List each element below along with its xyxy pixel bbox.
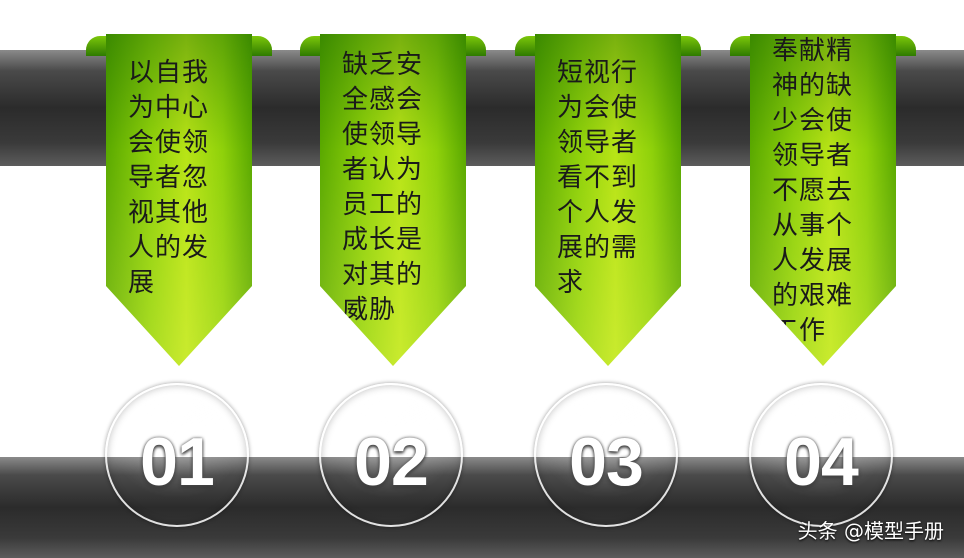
ribbon-banner: 奉献精神的缺少会使领导者不愿去从事个人发展的艰难工作 [750,34,896,366]
ribbon-text: 短视行为会使领导者看不到个人发展的需求 [557,58,639,298]
number-circle-4: 04 [749,383,893,527]
ribbon-banner: 短视行为会使领导者看不到个人发展的需求 [535,34,681,366]
ribbon-text: 奉献精神的缺少会使领导者不愿去从事个人发展的艰难工作 [772,36,854,346]
ribbon-text: 以自我为中心会使领导者忽视其他人的发展 [128,58,210,298]
number-circle-2: 02 [319,383,463,527]
ribbon-card-3: 短视行为会使领导者看不到个人发展的需求 [515,34,701,366]
step-number: 03 [569,424,644,500]
ribbon-banner: 缺乏安全感会使领导者认为员工的成长是对其的威胁 [320,34,466,366]
number-circle-3: 03 [534,383,678,527]
number-circle-1: 01 [105,383,249,527]
step-number: 04 [784,424,859,500]
step-number: 02 [354,424,429,500]
ribbon-card-1: 以自我为中心会使领导者忽视其他人的发展 [86,34,272,366]
step-number: 01 [140,424,215,500]
ribbon-text: 缺乏安全感会使领导者认为员工的成长是对其的威胁 [342,50,424,325]
watermark: 头条 @模型手册 [797,519,944,543]
ribbon-card-4: 奉献精神的缺少会使领导者不愿去从事个人发展的艰难工作 [730,34,916,366]
ribbon-banner: 以自我为中心会使领导者忽视其他人的发展 [106,34,252,366]
ribbon-card-2: 缺乏安全感会使领导者认为员工的成长是对其的威胁 [300,34,486,366]
